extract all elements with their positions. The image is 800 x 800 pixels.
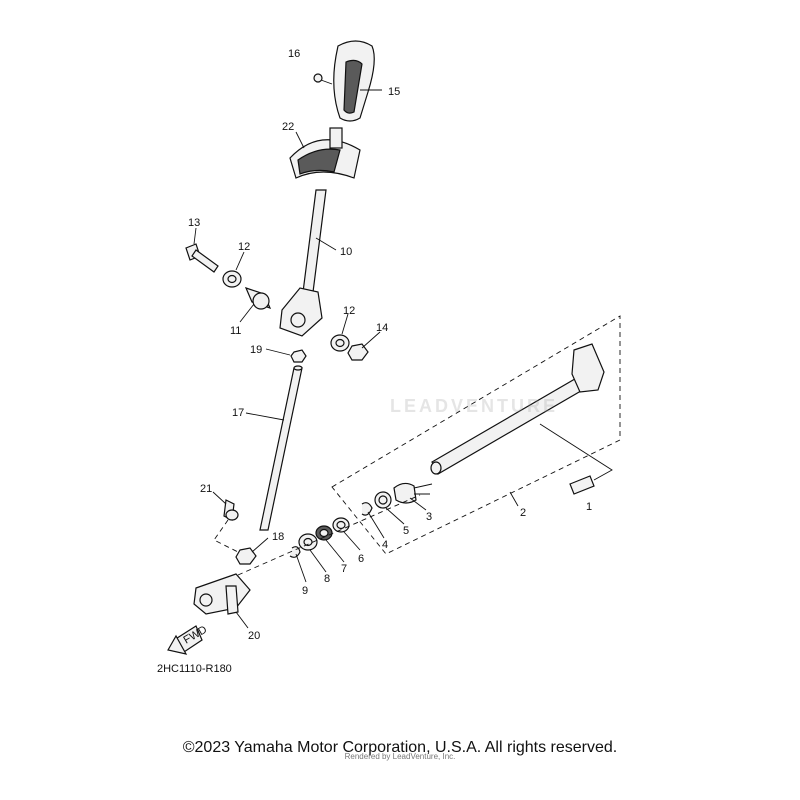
part-11-collar [244, 287, 272, 310]
callout-17: 17 [232, 407, 244, 419]
callout-22: 22 [282, 121, 294, 133]
part-13-bolt [185, 243, 219, 273]
part-16-screw [313, 73, 333, 85]
fwd-arrow-icon: FWD [167, 624, 209, 655]
callout-18: 18 [272, 531, 284, 543]
part-10-shift-lever [279, 189, 327, 337]
part-12-bushing-upper [222, 270, 242, 288]
axis-line-rod [213, 519, 239, 553]
axis-line [237, 494, 421, 576]
callout-13: 13 [188, 217, 200, 229]
part-22-shift-boot [289, 127, 361, 179]
part-1-bolt [569, 475, 595, 495]
callout-1: 1 [586, 501, 592, 513]
part-7-seal [315, 525, 333, 541]
leader-14 [361, 331, 381, 349]
leader-13 [193, 227, 197, 245]
rendered-by-text: Rendered by LeadVenture, Inc. [344, 752, 456, 761]
callout-19: 19 [250, 344, 262, 356]
part-21-bolt [223, 499, 239, 521]
leader-7 [325, 539, 345, 563]
watermark: LEADVENTURE [390, 396, 559, 416]
part-14-nut [347, 343, 369, 361]
part-2-shift-shaft [430, 343, 605, 475]
leader-10 [315, 237, 337, 251]
leader-19 [265, 348, 291, 356]
callout-7: 7 [341, 563, 347, 575]
callout-8: 8 [324, 573, 330, 585]
leader-3 [409, 497, 427, 511]
callout-3: 3 [426, 511, 432, 523]
leader-12b [341, 313, 349, 335]
part-8-washer [298, 533, 318, 551]
part-18-nut [235, 547, 257, 565]
part-9-clip [289, 546, 301, 558]
part-5-washer [374, 491, 392, 509]
part-15-shift-knob [333, 40, 375, 122]
callout-11: 11 [230, 325, 241, 337]
assembly-box [331, 315, 621, 555]
callout-12a: 12 [238, 241, 250, 253]
leader-9 [295, 553, 307, 583]
leader-6 [343, 531, 361, 551]
part-12-bushing-lower [330, 334, 350, 352]
leader-1 [539, 423, 613, 481]
leader-4 [367, 511, 385, 539]
leader-17 [245, 412, 285, 421]
callout-12b: 12 [343, 305, 355, 317]
callout-21: 21 [200, 483, 212, 495]
diagram-code: 2HC1110-R180 [157, 663, 232, 675]
callout-4: 4 [382, 539, 388, 551]
callout-16: 16 [288, 48, 300, 60]
leader-2 [509, 491, 519, 507]
part-17-shift-rod [259, 365, 303, 531]
leader-12a [235, 251, 245, 271]
part-6-washer [332, 517, 350, 533]
leader-18 [251, 537, 269, 553]
callout-9: 9 [302, 585, 308, 597]
callout-10: 10 [340, 246, 352, 258]
callout-14: 14 [376, 322, 388, 334]
leader-21 [212, 491, 227, 505]
callout-6: 6 [358, 553, 364, 565]
leader-5 [385, 507, 405, 525]
copyright-text: ©2023 Yamaha Motor Corporation, U.S.A. A… [182, 739, 618, 756]
leader-8 [309, 549, 327, 573]
callout-2: 2 [520, 507, 526, 519]
leader-11 [239, 303, 255, 323]
part-20-shift-arm [193, 573, 251, 615]
part-4-circlip [361, 502, 373, 516]
callout-20: 20 [248, 630, 260, 642]
callout-5: 5 [403, 525, 409, 537]
leader-22 [295, 131, 305, 149]
callout-15: 15 [388, 86, 400, 98]
leader-20 [235, 611, 249, 629]
part-19-nut [290, 349, 307, 363]
